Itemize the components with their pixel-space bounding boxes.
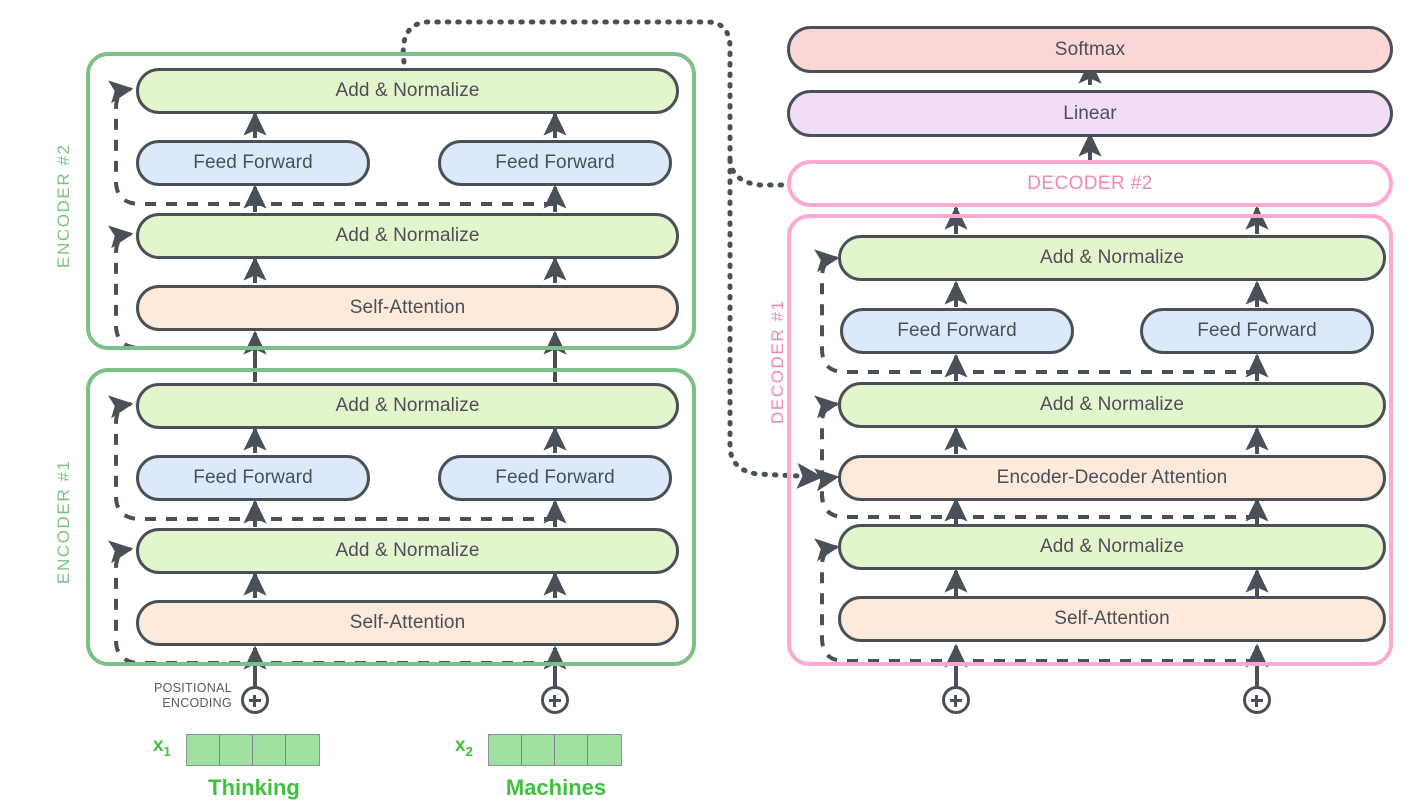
embedding-cell: [522, 735, 555, 765]
dec1-self-attention[interactable]: Self-Attention: [838, 596, 1386, 642]
enc1-self-attention[interactable]: Self-Attention: [136, 600, 679, 646]
encoder-2-label: ENCODER #2: [54, 143, 73, 268]
token2-vector-label: x2: [455, 735, 473, 759]
linear-layer[interactable]: Linear: [787, 90, 1393, 137]
embedding-cell: [588, 735, 621, 765]
token1-vector-label: x1: [153, 735, 171, 759]
dec1-add-normalize-middle[interactable]: Add & Normalize: [838, 382, 1386, 428]
positional-encoding-plus-icon-token1: [241, 686, 269, 714]
dec1-encoder-decoder-attention[interactable]: Encoder-Decoder Attention: [838, 455, 1386, 501]
embedding-cell: [555, 735, 588, 765]
embedding-cell: [187, 735, 220, 765]
token1-embedding-vector: [186, 734, 320, 766]
embedding-cell: [253, 735, 286, 765]
dec1-feed-forward-right[interactable]: Feed Forward: [1140, 308, 1374, 354]
token1-vector-index: 1: [163, 743, 171, 759]
decoder-1-label: DECODER #1: [768, 299, 787, 424]
enc2-add-normalize-bottom[interactable]: Add & Normalize: [136, 213, 679, 259]
positional-encoding-line1: POSITIONAL: [153, 681, 232, 695]
dec1-add-normalize-top[interactable]: Add & Normalize: [838, 235, 1386, 281]
decoder-positional-plus-icon-2: [1243, 686, 1271, 714]
encoder-1-label: ENCODER #1: [54, 459, 73, 584]
softmax-layer[interactable]: Softmax: [787, 26, 1393, 73]
token2-word: Machines: [505, 775, 607, 800]
enc2-feed-forward-right[interactable]: Feed Forward: [438, 140, 672, 186]
decoder-block-1[interactable]: [787, 214, 1393, 666]
encoder-block-1[interactable]: [86, 368, 696, 666]
token2-vector-letter: x: [455, 735, 466, 756]
token1-vector-letter: x: [153, 735, 164, 756]
enc2-add-normalize-top[interactable]: Add & Normalize: [136, 68, 679, 114]
enc2-self-attention[interactable]: Self-Attention: [136, 285, 679, 331]
decoder-positional-plus-icon-1: [942, 686, 970, 714]
embedding-cell: [489, 735, 522, 765]
enc1-add-normalize-top[interactable]: Add & Normalize: [136, 383, 679, 429]
enc1-feed-forward-left[interactable]: Feed Forward: [136, 455, 370, 501]
embedding-cell: [220, 735, 253, 765]
token2-embedding-vector: [488, 734, 622, 766]
enc1-feed-forward-right[interactable]: Feed Forward: [438, 455, 672, 501]
dec1-feed-forward-left[interactable]: Feed Forward: [840, 308, 1074, 354]
enc1-add-normalize-bottom[interactable]: Add & Normalize: [136, 528, 679, 574]
enc2-feed-forward-left[interactable]: Feed Forward: [136, 140, 370, 186]
positional-encoding-plus-icon-token2: [541, 686, 569, 714]
positional-encoding-line2: ENCODING: [162, 696, 232, 710]
encoder-block-2[interactable]: [86, 52, 696, 350]
token2-vector-index: 2: [465, 743, 473, 759]
token1-word: Thinking: [208, 775, 300, 800]
decoder-block-2[interactable]: DECODER #2: [787, 160, 1393, 207]
embedding-cell: [286, 735, 319, 765]
positional-encoding-label: POSITIONAL ENCODING: [132, 681, 232, 711]
dec1-add-normalize-bottom[interactable]: Add & Normalize: [838, 524, 1386, 570]
